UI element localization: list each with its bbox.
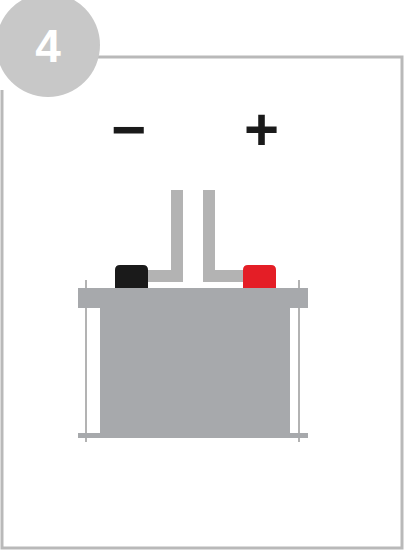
battery-lid bbox=[78, 288, 308, 308]
negative-cable bbox=[171, 190, 183, 282]
step-frame bbox=[2, 57, 402, 548]
positive-terminal bbox=[243, 265, 276, 289]
positive-cable bbox=[203, 190, 215, 282]
step-badge: 4 bbox=[0, 0, 96, 92]
step-number: 4 bbox=[35, 23, 61, 69]
battery-body bbox=[100, 308, 290, 433]
negative-cable bbox=[145, 270, 183, 282]
battery-base bbox=[78, 433, 308, 438]
negative-sign: − bbox=[111, 100, 146, 160]
positive-sign: + bbox=[244, 100, 279, 160]
negative-terminal bbox=[115, 265, 148, 289]
positive-cable bbox=[203, 270, 247, 282]
step-circle bbox=[0, 0, 100, 97]
